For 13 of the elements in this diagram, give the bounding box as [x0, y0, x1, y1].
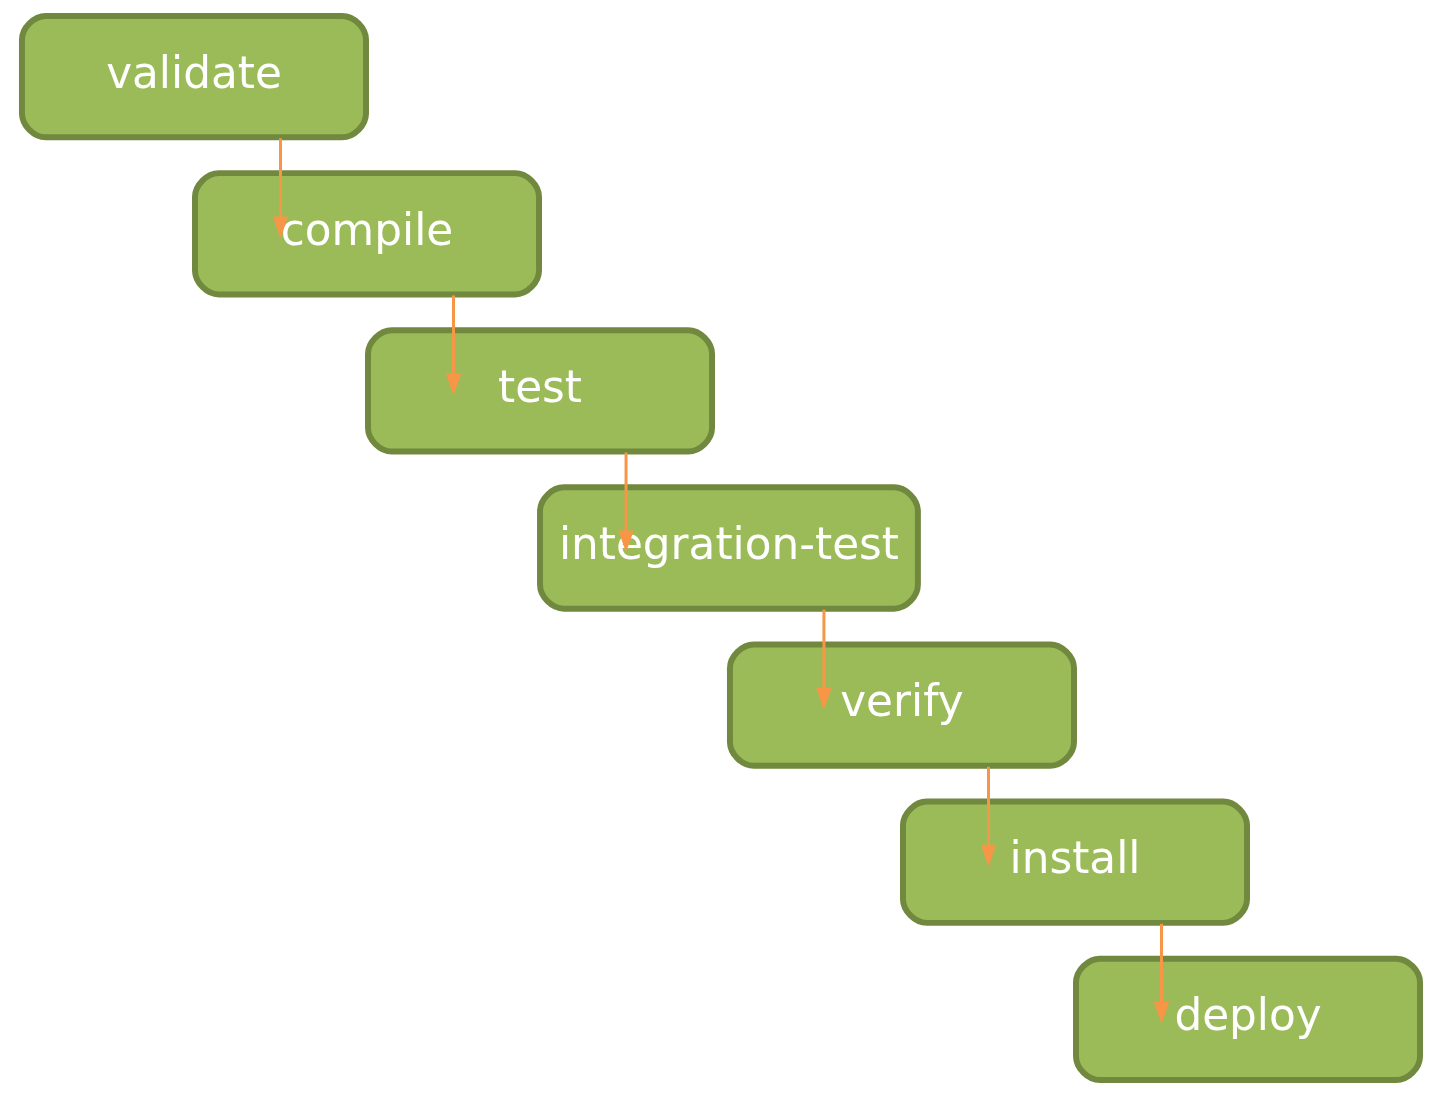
- arrow: [617, 452, 634, 553]
- arrow: [272, 138, 288, 239]
- node-box: validate: [18, 13, 369, 141]
- node-box: integration-test: [536, 484, 921, 612]
- arrow: [1153, 923, 1169, 1024]
- node-box: install: [899, 798, 1250, 926]
- node-box: compile: [191, 170, 542, 298]
- node-box: deploy: [1072, 955, 1423, 1083]
- node-box: verify: [726, 641, 1077, 769]
- node-box: test: [364, 327, 715, 455]
- arrow: [445, 295, 461, 396]
- arrow: [980, 766, 996, 867]
- arrow: [815, 609, 832, 710]
